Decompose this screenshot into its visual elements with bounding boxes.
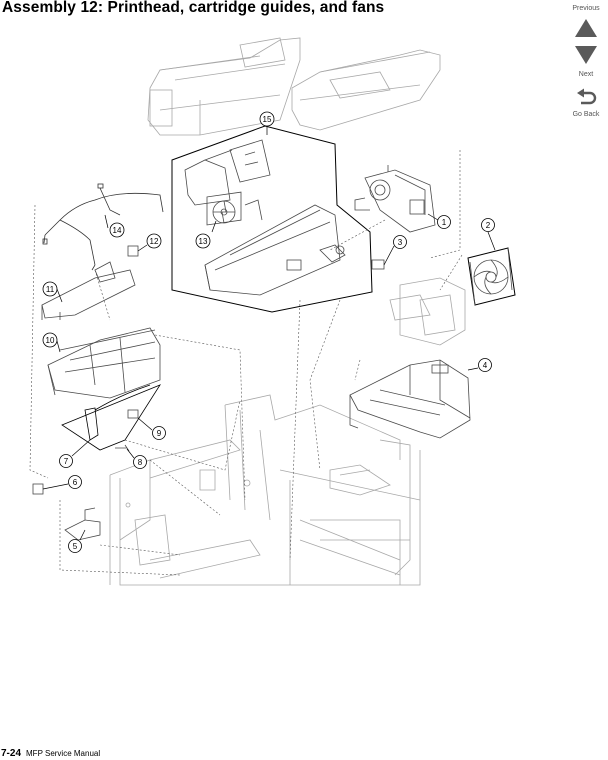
callout-14: 14 bbox=[109, 222, 125, 238]
page-title: Assembly 12: Printhead, cartridge guides… bbox=[2, 0, 385, 16]
part-15-duct bbox=[204, 204, 346, 296]
part-10-cartridge-guide bbox=[47, 327, 161, 399]
callout-1: 1 bbox=[437, 215, 451, 229]
callout-15: 15 bbox=[259, 111, 275, 127]
callout-13-label: 13 bbox=[199, 237, 208, 246]
callout-6: 6 bbox=[68, 475, 82, 489]
callout-8-label: 8 bbox=[138, 458, 143, 467]
top-cartridge-right bbox=[291, 49, 441, 131]
callout-9: 9 bbox=[152, 426, 166, 440]
part-14-harness bbox=[42, 183, 164, 271]
callout-4: 4 bbox=[478, 358, 492, 372]
part-13-fan bbox=[206, 191, 263, 226]
callout-2-label: 2 bbox=[486, 221, 491, 230]
previous-arrow-icon[interactable] bbox=[574, 18, 598, 38]
part-5-bracket bbox=[64, 507, 101, 541]
fan-bracket-faded bbox=[389, 277, 466, 346]
callout-3: 3 bbox=[393, 235, 407, 249]
part-8-screw bbox=[115, 444, 130, 452]
callout-9-label: 9 bbox=[157, 429, 162, 438]
part-1-motor bbox=[354, 165, 436, 233]
go-back-icon[interactable] bbox=[576, 88, 598, 108]
top-cartridge-left bbox=[147, 37, 301, 136]
part-4-guide bbox=[349, 359, 471, 439]
part-12-clip bbox=[127, 245, 139, 257]
callout-7-label: 7 bbox=[64, 457, 69, 466]
callout-5: 5 bbox=[68, 539, 82, 553]
callout-10-label: 10 bbox=[46, 336, 55, 345]
previous-label: Previous bbox=[572, 5, 600, 12]
part-7-bracket bbox=[61, 384, 162, 451]
part-11-guide bbox=[41, 261, 136, 320]
callout-11-label: 11 bbox=[46, 285, 55, 294]
part-3-connector bbox=[371, 259, 385, 270]
exploded-view-diagram: 1 2 3 4 5 6 7 8 bbox=[29, 37, 516, 586]
callout-7: 7 bbox=[59, 454, 73, 468]
printer-frame bbox=[109, 394, 421, 586]
part-15-shroud bbox=[184, 139, 271, 206]
callout-13: 13 bbox=[195, 233, 211, 249]
callout-8: 8 bbox=[133, 455, 147, 469]
callout-14-label: 14 bbox=[113, 226, 122, 235]
next-label: Next bbox=[578, 71, 594, 78]
callout-6-label: 6 bbox=[73, 478, 78, 487]
callout-11: 11 bbox=[42, 281, 58, 297]
go-back-label: Go Back bbox=[572, 111, 600, 118]
callout-12: 12 bbox=[146, 233, 162, 249]
next-arrow-icon[interactable] bbox=[574, 45, 598, 65]
callout-5-label: 5 bbox=[73, 542, 78, 551]
callout-3-label: 3 bbox=[398, 238, 403, 247]
callout-15-label: 15 bbox=[263, 115, 272, 124]
callout-1-label: 1 bbox=[442, 218, 447, 227]
part-6-clip bbox=[32, 483, 44, 495]
callout-2: 2 bbox=[481, 218, 495, 232]
part-9-sensor bbox=[127, 409, 139, 419]
callout-10: 10 bbox=[42, 332, 58, 348]
page-footer: 7-24 MFP Service Manual bbox=[1, 748, 100, 759]
callout-labels: 1 2 3 4 5 6 7 8 bbox=[42, 111, 495, 553]
manual-name: MFP Service Manual bbox=[26, 749, 101, 758]
callout-12-label: 12 bbox=[150, 237, 159, 246]
callout-4-label: 4 bbox=[483, 361, 488, 370]
page-navigation: Previous Next Go Back bbox=[564, 0, 608, 130]
part-2-fan bbox=[467, 247, 516, 306]
page-number: 7-24 bbox=[1, 748, 22, 759]
